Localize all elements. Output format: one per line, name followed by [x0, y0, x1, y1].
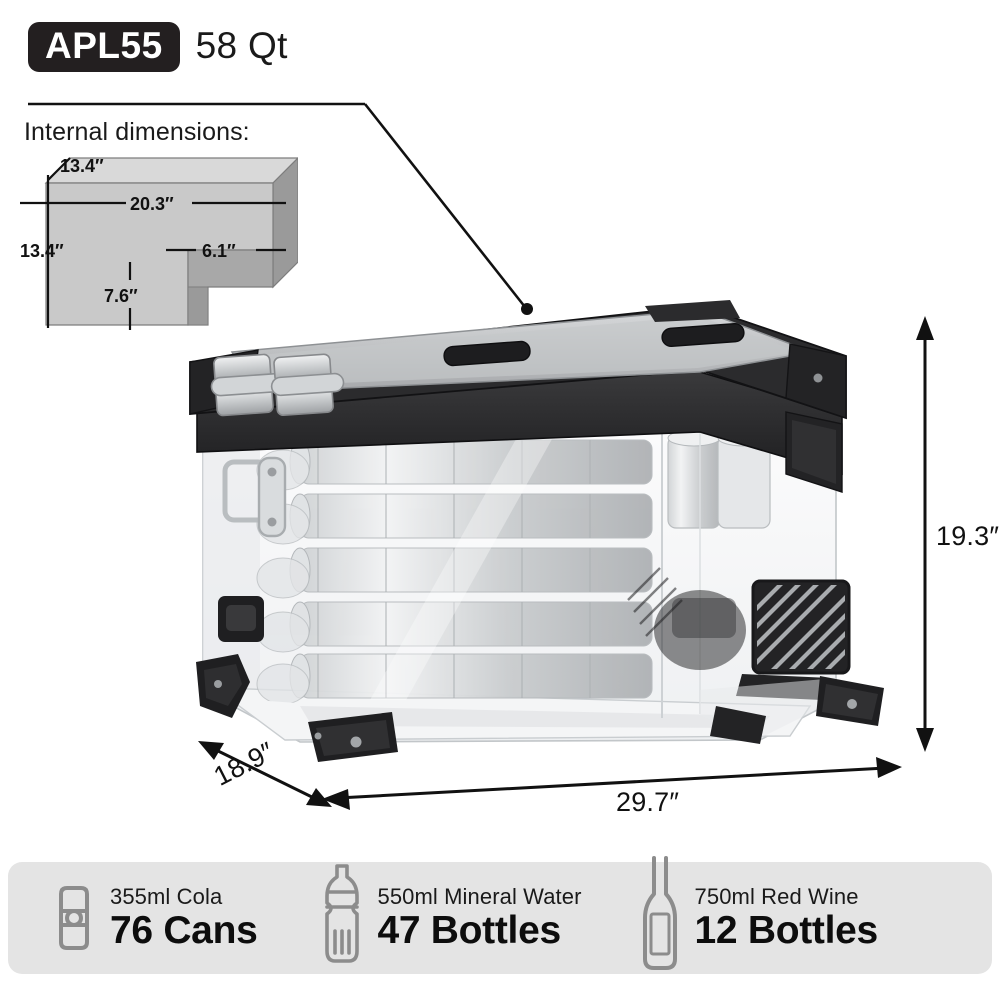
spec-value-wine: 12 Bottles: [694, 908, 879, 952]
spec-item-wine: 750ml Red Wine 12 Bottles: [637, 856, 879, 974]
spec-label-water: 550ml Mineral Water: [377, 883, 582, 909]
spec-label-wine: 750ml Red Wine: [694, 883, 859, 909]
spec-item-cola: 355ml Cola 76 Cans: [50, 862, 258, 974]
water-bottle-icon: [325, 864, 360, 963]
height-dimension-arrow: [916, 316, 934, 752]
internal-step-height-label: 7.6″: [104, 286, 138, 306]
interior-upright-cans: [667, 429, 771, 529]
internal-dimensions-title: Internal dimensions:: [24, 118, 250, 146]
side-handle: [222, 456, 287, 538]
lid-handle-slots: [443, 322, 745, 367]
soda-can-icon: [59, 886, 89, 950]
width-dimension-label: 29.7″: [616, 787, 680, 817]
power-socket: [218, 596, 264, 642]
depth-dimension-arrow: [198, 741, 332, 807]
internal-dimensions-diagram: 13.4″ 20.3″ 13.4″ 6.1″ 7.6″: [20, 156, 298, 330]
lid-callout-leader: [28, 102, 533, 315]
width-dimension-arrow: [322, 757, 902, 810]
spec-value-cola: 76 Cans: [110, 908, 258, 952]
header-title-row: APL55 58 Qt: [28, 22, 288, 72]
internal-width-label: 20.3″: [130, 194, 174, 214]
internal-depth-leader: [47, 157, 71, 181]
vent-grille: [736, 579, 851, 700]
capacity-spec-bar: 355ml Cola 76 Cans 550ml Mineral Water 4…: [8, 856, 992, 974]
front-latches: [210, 353, 345, 417]
spec-item-water: 550ml Mineral Water 47 Bottles: [319, 862, 581, 974]
spec-text-water: 550ml Mineral Water 47 Bottles: [377, 884, 581, 953]
spec-label-cola: 355ml Cola: [110, 883, 223, 909]
height-dimension-label: 19.3″: [936, 521, 1000, 551]
capacity-label: 58 Qt: [195, 25, 288, 66]
internal-box-step-edge: [187, 286, 209, 326]
right-side-bracket: [785, 411, 843, 493]
wine-bottle-icon: [642, 856, 677, 970]
internal-depth-label: 13.4″: [60, 156, 104, 176]
internal-height-label: 13.4″: [20, 241, 64, 261]
interior-cans: [256, 432, 653, 705]
spec-text-wine: 750ml Red Wine 12 Bottles: [694, 883, 879, 953]
model-badge: APL55: [28, 22, 180, 72]
compressor-assembly: [627, 567, 746, 670]
spec-text-cola: 355ml Cola 76 Cans: [110, 883, 258, 953]
cooler-lid: [189, 300, 847, 476]
internal-step-width-label: 6.1″: [202, 241, 236, 261]
corner-feet: [196, 654, 884, 762]
spec-value-water: 47 Bottles: [377, 908, 561, 952]
